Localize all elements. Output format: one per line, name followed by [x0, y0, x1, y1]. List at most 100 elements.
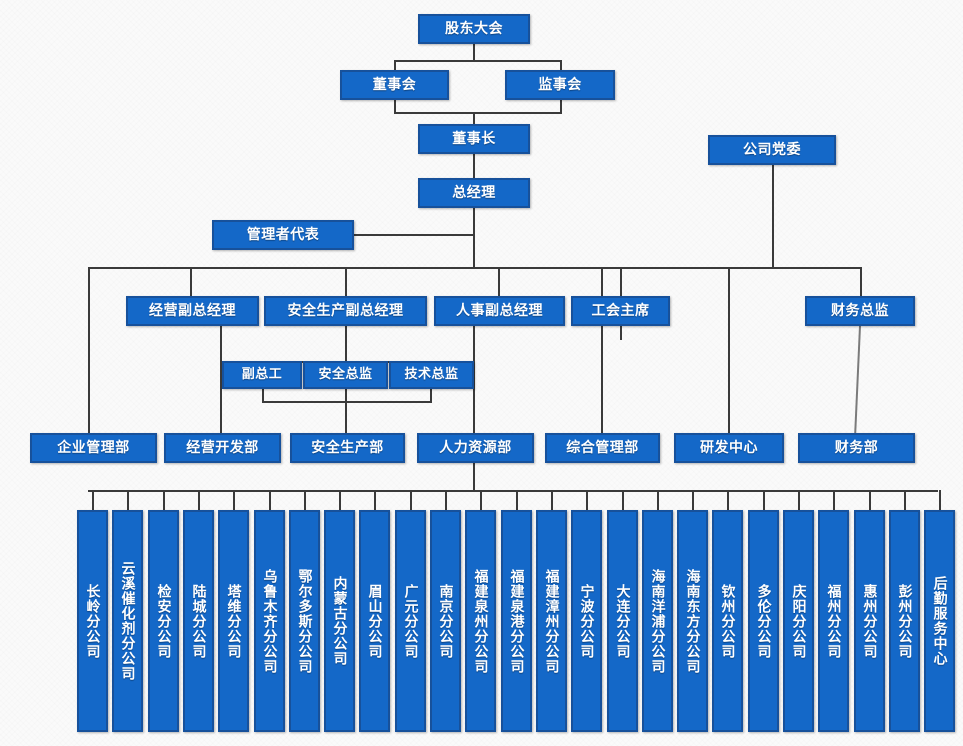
connector-drop-branch-4: [198, 490, 200, 510]
connector-mgmt-rep: [353, 234, 474, 236]
connector-drop-branch-12: [480, 490, 482, 510]
connector-drop-branch-3: [163, 490, 165, 510]
node-technical-director[interactable]: 技术总监: [389, 361, 474, 389]
connector-dept-to-branch-bus: [473, 457, 475, 490]
node-shareholders-meeting[interactable]: 股东大会: [418, 14, 530, 44]
connector-bus-under-directors: [262, 401, 432, 403]
connector-drop-branch-17: [657, 490, 659, 510]
department-qiye-guanli[interactable]: 企业管理部: [30, 433, 157, 463]
connector-drop-branch-15: [586, 490, 588, 510]
connector-drop-branch-19: [727, 490, 729, 510]
branch-company-3[interactable]: 检安分公司: [148, 510, 179, 732]
branch-company-4[interactable]: 陆城分公司: [183, 510, 214, 732]
branch-company-25[interactable]: 后勤服务中心: [924, 510, 955, 732]
branch-company-17[interactable]: 海南洋浦分公司: [642, 510, 673, 732]
connector-drop-branch-5: [233, 490, 235, 510]
branch-company-19[interactable]: 钦州分公司: [712, 510, 743, 732]
connector-party-down: [772, 165, 774, 267]
branch-company-1[interactable]: 长岭分公司: [77, 510, 108, 732]
connector-drop-branch-16: [622, 490, 624, 510]
connector-drop-vp-safety: [345, 267, 347, 296]
node-chairman[interactable]: 董事长: [418, 124, 530, 154]
node-board-of-directors[interactable]: 董事会: [340, 70, 449, 100]
connector-chairman-up: [473, 112, 475, 124]
connector-drop-cfo: [860, 267, 862, 296]
branch-company-5[interactable]: 塔维分公司: [218, 510, 249, 732]
connector-chairman-to-gm: [473, 153, 475, 180]
connector-drop-dept-qiye: [88, 267, 90, 435]
node-safety-director[interactable]: 安全总监: [303, 361, 388, 389]
department-jingying-kaifa[interactable]: 经营开发部: [164, 433, 281, 463]
connector-drop-branch-9: [374, 490, 376, 510]
branch-company-11[interactable]: 南京分公司: [430, 510, 461, 732]
connector-to-board-directors: [394, 60, 396, 71]
connector-drop-branch-20: [763, 490, 765, 510]
connector-drop-dept-rnd: [728, 267, 730, 435]
node-deputy-gm-hr[interactable]: 人事副总经理: [434, 296, 565, 326]
branch-company-16[interactable]: 大连分公司: [607, 510, 638, 732]
branch-company-10[interactable]: 广元分公司: [395, 510, 426, 732]
connector-drop-branch-22: [833, 490, 835, 510]
connector-board-supervisors-down: [560, 99, 562, 112]
node-board-of-supervisors[interactable]: 监事会: [505, 70, 615, 100]
connector-drop-branch-25: [939, 490, 941, 510]
node-deputy-gm-operations[interactable]: 经营副总经理: [126, 296, 259, 326]
connector-tech-director-down: [430, 389, 432, 401]
node-party-committee[interactable]: 公司党委: [708, 135, 836, 165]
connector-drop-branch-23: [869, 490, 871, 510]
connector-bus-chairman: [394, 112, 562, 114]
branch-company-15[interactable]: 宁波分公司: [571, 510, 602, 732]
connector-vp-operations-to-dept: [220, 326, 222, 435]
connector-vp-hr-to-dept: [473, 326, 475, 435]
connector-bus-branches: [88, 490, 938, 492]
branch-company-8[interactable]: 内蒙古分公司: [324, 510, 355, 732]
connector-cfo-to-finance-dept: [854, 326, 861, 438]
department-yanfa-zhongxin[interactable]: 研发中心: [674, 433, 784, 463]
node-management-representative[interactable]: 管理者代表: [212, 220, 354, 250]
node-general-manager[interactable]: 总经理: [418, 178, 530, 208]
node-deputy-chief-engineer[interactable]: 副总工: [222, 361, 302, 389]
connector-drop-branch-18: [692, 490, 694, 510]
connector-drop-branch-14: [551, 490, 553, 510]
branch-company-12[interactable]: 福建泉州分公司: [465, 510, 496, 732]
department-anquan-shengchan[interactable]: 安全生产部: [290, 433, 405, 463]
connector-bus-executives: [88, 267, 860, 269]
branch-company-18[interactable]: 海南东方分公司: [677, 510, 708, 732]
branch-company-6[interactable]: 乌鲁木齐分公司: [254, 510, 285, 732]
connector-shareholders-down: [473, 44, 475, 60]
branch-company-7[interactable]: 鄂尔多斯分公司: [289, 510, 320, 732]
connector-drop-branch-8: [339, 490, 341, 510]
branch-company-20[interactable]: 多伦分公司: [748, 510, 779, 732]
connector-drop-branch-24: [904, 490, 906, 510]
branch-company-14[interactable]: 福建漳州分公司: [536, 510, 567, 732]
branch-company-2[interactable]: 云溪催化剂分公司: [112, 510, 143, 732]
connector-union-down: [620, 326, 622, 340]
connector-drop-branch-1: [92, 490, 94, 510]
node-deputy-gm-safety-production[interactable]: 安全生产副总经理: [264, 296, 427, 326]
branch-company-23[interactable]: 惠州分公司: [854, 510, 885, 732]
connector-drop-union: [620, 267, 622, 296]
connector-vp-safety-down: [345, 326, 347, 361]
connector-drop-branch-7: [304, 490, 306, 510]
connector-gm-down: [473, 207, 475, 267]
connector-drop-branch-21: [798, 490, 800, 510]
connector-drop-branch-13: [516, 490, 518, 510]
branch-company-13[interactable]: 福建泉港分公司: [501, 510, 532, 732]
node-union-chairman[interactable]: 工会主席: [571, 296, 670, 326]
connector-safety-dept-drop: [345, 389, 347, 435]
branch-company-22[interactable]: 福州分公司: [818, 510, 849, 732]
branch-company-9[interactable]: 眉山分公司: [359, 510, 390, 732]
department-renli-ziyuan[interactable]: 人力资源部: [417, 433, 534, 463]
connector-drop-vp-operations: [190, 267, 192, 296]
department-zonghe-guanli[interactable]: 综合管理部: [545, 433, 660, 463]
connector-drop-branch-11: [445, 490, 447, 510]
connector-to-board-supervisors: [560, 60, 562, 71]
branch-company-24[interactable]: 彭州分公司: [889, 510, 920, 732]
connector-drop-branch-2: [127, 490, 129, 510]
branch-company-21[interactable]: 庆阳分公司: [783, 510, 814, 732]
department-caiwu[interactable]: 财务部: [798, 433, 915, 463]
connector-deputy-chief-eng-down: [262, 389, 264, 401]
connector-drop-dept-zonghe: [601, 267, 603, 435]
node-cfo[interactable]: 财务总监: [805, 296, 915, 326]
